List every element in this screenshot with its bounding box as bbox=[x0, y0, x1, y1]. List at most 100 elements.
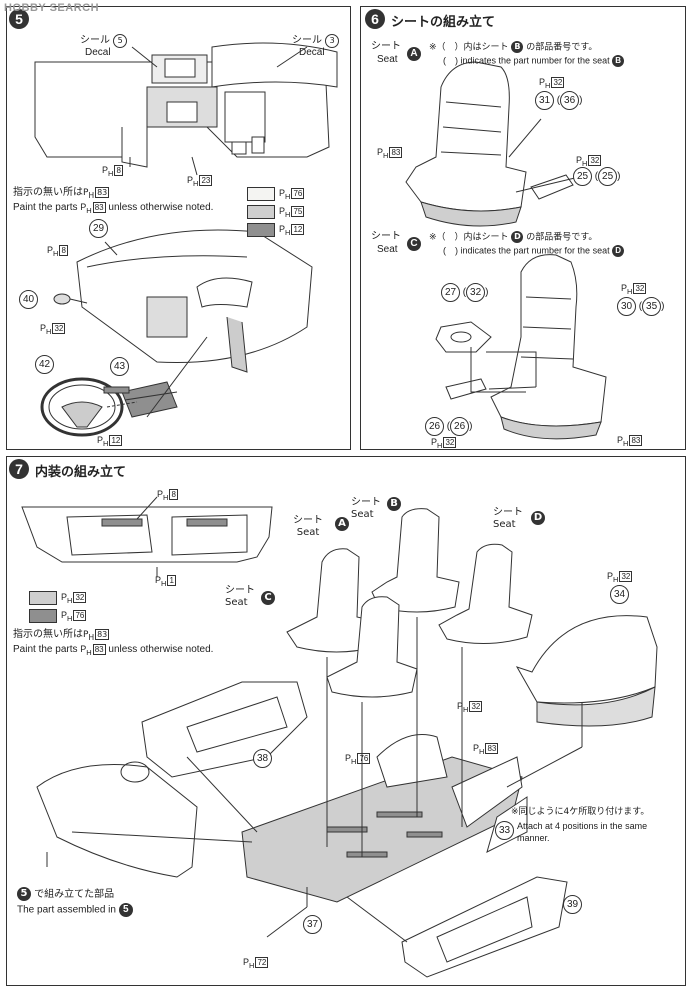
seat-badge: D bbox=[531, 511, 545, 525]
ph-code: 83 bbox=[629, 435, 643, 446]
note7-en-text: Paint the parts bbox=[13, 644, 78, 655]
ph-code: 32 bbox=[619, 571, 633, 582]
ph-code: 83 bbox=[485, 743, 499, 754]
seatA-note-jp: ※（ ）内はシート B の部品番号です。 bbox=[429, 41, 597, 54]
seatA-note-en: ( ) indicates the part number for the se… bbox=[443, 55, 625, 67]
seat-en: Seat bbox=[351, 509, 374, 520]
note7-jp-text: 指示の無い所は bbox=[13, 629, 83, 640]
ph-code: 32 bbox=[633, 283, 647, 294]
ph-code: 75 bbox=[291, 206, 305, 217]
watermark: HOBBY SEARCH bbox=[4, 2, 100, 14]
part-37: 37 bbox=[303, 915, 322, 934]
ph-code: 12 bbox=[109, 435, 123, 446]
step5-panel: 5 シール 5 bbox=[6, 6, 351, 450]
seat-label-a: シート Seat A bbox=[293, 515, 349, 539]
dashboard-drawing bbox=[34, 42, 338, 437]
part-29: 29 bbox=[89, 219, 108, 238]
seat-label-d: シート Seat D bbox=[493, 507, 545, 531]
note-en-a: ( ) indicates the part number for the se… bbox=[443, 245, 610, 256]
seat-label-c: シート Seat C bbox=[225, 585, 275, 609]
step7-number: 7 bbox=[9, 459, 29, 479]
legend-swatch bbox=[247, 187, 275, 201]
note-badge: D bbox=[511, 231, 524, 243]
ph-code: 8 bbox=[114, 165, 123, 176]
seat-en: Seat bbox=[225, 597, 248, 608]
ph-code: 23 bbox=[199, 175, 213, 186]
part-main: 31 bbox=[535, 91, 554, 110]
seatC-note-jp: ※（ ）内はシート D の部品番号です。 bbox=[429, 231, 597, 244]
ph-code: 32 bbox=[52, 323, 66, 334]
part-main: 27 bbox=[441, 283, 460, 302]
legend-swatch bbox=[29, 591, 57, 605]
seat-jp: シート bbox=[351, 497, 381, 508]
decal-left-label: Decal bbox=[85, 47, 111, 58]
ph-code: 8 bbox=[169, 489, 178, 500]
legend-swatch bbox=[247, 223, 275, 237]
step7-panel: 7 内装の組み立て bbox=[6, 456, 686, 986]
part-alt: 36 bbox=[560, 91, 580, 110]
ph-code: 83 bbox=[389, 147, 403, 158]
note-jp-b: の部品番号です。 bbox=[526, 232, 598, 243]
seatA-jp: シート bbox=[371, 41, 401, 53]
seat-jp: シート bbox=[493, 507, 523, 518]
ph-code: 76 bbox=[291, 188, 305, 199]
part-main: 25 bbox=[573, 167, 592, 186]
part-33: 33 bbox=[495, 821, 514, 840]
seat-badge: B bbox=[387, 497, 401, 511]
note-jp-a: ※（ ）内はシート bbox=[429, 232, 509, 243]
part-40: 40 bbox=[19, 290, 38, 309]
attach-note-en-2: manner. bbox=[517, 833, 550, 843]
seatC-badge: C bbox=[407, 237, 421, 251]
note-jp-a: ※（ ）内はシート bbox=[429, 42, 509, 53]
ph-code: 32 bbox=[588, 155, 602, 166]
seat-badge: C bbox=[261, 591, 275, 605]
part-39: 39 bbox=[563, 895, 582, 914]
part-pair: 31 (36) bbox=[535, 91, 582, 110]
part-42: 42 bbox=[35, 355, 54, 374]
assembled-en-text: The part assembled in bbox=[17, 904, 116, 916]
assembled-jp-text: で組み立てた部品 bbox=[34, 889, 115, 900]
note7-en-tail: unless otherwise noted. bbox=[108, 644, 214, 655]
step6-number: 6 bbox=[365, 9, 385, 29]
note5-en-tail: unless otherwise noted. bbox=[108, 202, 214, 213]
seal-right-jp: シール bbox=[292, 35, 322, 46]
part-main: 26 bbox=[425, 417, 444, 436]
attach-note-en-1: Attach at 4 positions in the same bbox=[517, 821, 648, 831]
seat-en: Seat bbox=[493, 519, 516, 530]
part-pair: 27 (32) bbox=[441, 283, 488, 302]
assembled-en: The part assembled in 5 bbox=[17, 903, 133, 917]
legend-swatch bbox=[29, 609, 57, 623]
ph-code: 76 bbox=[73, 610, 87, 621]
part-38: 38 bbox=[253, 749, 272, 768]
part-pair: 30 (35) bbox=[617, 297, 664, 316]
ph-code: 32 bbox=[73, 592, 87, 603]
part-main: 30 bbox=[617, 297, 636, 316]
seat-badge: A bbox=[335, 517, 349, 531]
ph-code: 83 bbox=[92, 644, 106, 655]
ph-code: 83 bbox=[95, 187, 110, 198]
seatC-en-text: Seat bbox=[377, 244, 398, 255]
part-alt: 26 bbox=[450, 417, 470, 436]
assembled-en-badge: 5 bbox=[118, 903, 133, 917]
assembled-jp: 5 で組み立てた部品 bbox=[17, 887, 114, 901]
seal-left-label: シール 5 bbox=[80, 34, 128, 48]
